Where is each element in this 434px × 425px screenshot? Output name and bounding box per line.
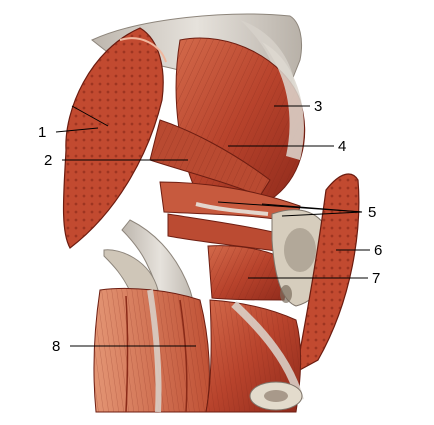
leader-line-1	[55, 127, 99, 133]
quadratus-femoris-muscle	[207, 245, 291, 301]
label-8: 8	[52, 338, 60, 355]
label-2: 2	[44, 152, 52, 169]
label-7: 7	[372, 270, 380, 287]
hamstring-muscles	[93, 287, 210, 413]
gemelli-obturator-muscles	[159, 181, 301, 253]
figure-labels: 1 2 3 4 5 6 7 8	[38, 98, 382, 355]
label-1: 1	[38, 124, 46, 141]
gluteus-maximus-cut-right	[295, 173, 360, 374]
leader-line-1b	[71, 105, 109, 127]
label-4: 4	[338, 138, 346, 155]
label-3: 3	[314, 98, 322, 115]
piriformis-muscle	[149, 119, 271, 197]
femur-stump	[249, 381, 303, 411]
leader-line-5c	[281, 211, 363, 217]
gluteus-maximus-cut-left	[62, 27, 167, 249]
leader-line-5b	[261, 203, 363, 213]
label-6: 6	[374, 242, 382, 259]
leader-lines	[55, 105, 370, 347]
label-5: 5	[368, 204, 376, 221]
